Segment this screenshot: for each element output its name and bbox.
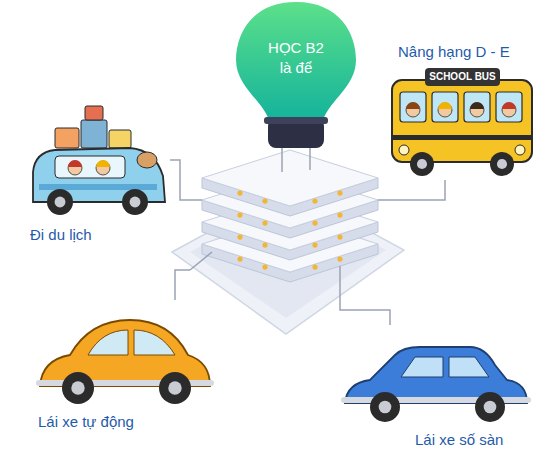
wheel [47, 189, 73, 215]
server-led [337, 234, 342, 239]
luggage [55, 128, 79, 148]
server-plate [202, 150, 378, 206]
bus-window [432, 92, 458, 122]
server-led [312, 198, 317, 203]
server-led [237, 256, 242, 261]
car-body [345, 347, 527, 403]
wheel [475, 392, 505, 422]
hair [502, 102, 516, 109]
hub [417, 159, 427, 169]
car-node: Lái xe số sàn [335, 325, 535, 460]
car-node: Lái xe tự động [30, 300, 215, 435]
server-led [337, 212, 342, 217]
wheel [62, 372, 94, 404]
van-node: Đi du lịch [25, 90, 170, 250]
car-window [401, 357, 443, 377]
hub [168, 381, 181, 394]
caption: Nâng hạng D - E [398, 42, 510, 62]
luggage [109, 130, 131, 148]
bus-light [399, 145, 409, 155]
server-led [262, 198, 267, 203]
server-led [237, 190, 242, 195]
hair [96, 160, 110, 167]
hub [71, 381, 84, 394]
wheel [370, 392, 400, 422]
server-led [312, 264, 317, 269]
server-led [237, 212, 242, 217]
hair [68, 160, 82, 167]
dog [137, 152, 157, 168]
bulb-text: HỌC B2 là để [261, 38, 331, 79]
server-led [262, 264, 267, 269]
wire-stub [339, 266, 341, 290]
server-led [312, 220, 317, 225]
hub [379, 401, 392, 414]
head [96, 161, 110, 175]
bus-sign [425, 68, 500, 86]
wheel [410, 152, 434, 176]
wire-stub [190, 199, 202, 201]
hub [55, 197, 66, 208]
wheel [490, 152, 514, 176]
wire-stub [378, 199, 395, 201]
wheel [122, 189, 148, 215]
server-led [262, 220, 267, 225]
hub [130, 197, 141, 208]
luggage [81, 120, 107, 148]
car-window [449, 357, 489, 377]
wire-connector [395, 180, 445, 200]
wire-connector [170, 160, 190, 200]
hair [470, 102, 484, 109]
server-led [262, 242, 267, 247]
bulb-cap-ring [264, 117, 328, 124]
caption: Đi du lịch [30, 225, 92, 245]
sign-text: SCHOOL BUS [425, 68, 500, 86]
bus-window [400, 92, 426, 122]
caption: Lái xe số sàn [415, 430, 503, 450]
car-window [88, 330, 128, 355]
wire-stub [190, 252, 212, 270]
hair [406, 102, 420, 109]
hub [484, 401, 497, 414]
node-shape [380, 40, 545, 180]
wire-connector [340, 290, 390, 325]
server-led [312, 242, 317, 247]
wire-connector [175, 270, 190, 300]
bus-window [464, 92, 490, 122]
head [470, 103, 484, 117]
server-led [237, 234, 242, 239]
bus-body [392, 80, 532, 162]
bus-node: Nâng hạng D - E [380, 40, 545, 180]
bulb-glass [236, 2, 356, 120]
wire-stub [309, 148, 311, 170]
van-stripe [39, 184, 157, 190]
bus-stripe [392, 135, 532, 140]
head [438, 103, 452, 117]
wheel [159, 372, 191, 404]
hub [497, 159, 507, 169]
car-window [134, 330, 175, 355]
caption: Lái xe tự động [38, 412, 134, 432]
bus-window [496, 92, 522, 122]
head [68, 161, 82, 175]
hair [438, 102, 452, 109]
wire-stub [281, 148, 283, 172]
server-led [337, 190, 342, 195]
bus-light [515, 145, 525, 155]
head [502, 103, 516, 117]
head [406, 103, 420, 117]
bulb-node: HỌC B2 là để [190, 0, 395, 290]
luggage [85, 106, 103, 120]
server-led [337, 256, 342, 261]
van-window [55, 156, 125, 178]
